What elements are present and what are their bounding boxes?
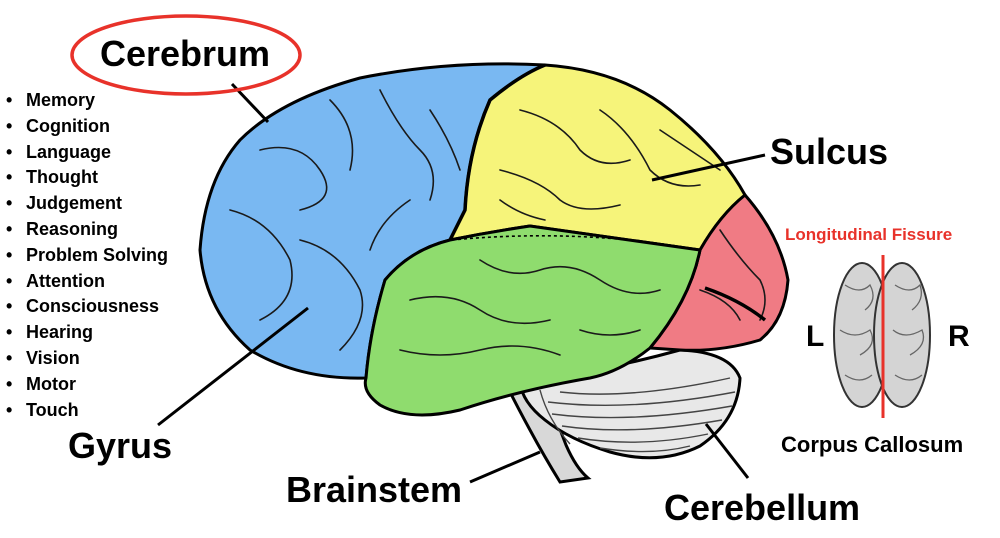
function-item: Vision <box>6 346 168 372</box>
function-item: Judgement <box>6 191 168 217</box>
temporal-lobe <box>363 224 702 417</box>
cerebellum-folia <box>539 377 736 453</box>
longitudinal-fissure-label: Longitudinal Fissure <box>785 225 953 244</box>
top-view-brain <box>833 255 931 418</box>
sulcus-leader-line <box>651 153 766 182</box>
function-item: Motor <box>6 372 168 398</box>
lobe-boundary-dotted <box>451 234 701 251</box>
function-item: Consciousness <box>6 294 168 320</box>
cerebellum-leader-line <box>704 423 750 479</box>
function-item: Thought <box>6 165 168 191</box>
function-item: Attention <box>6 269 168 295</box>
function-item: Problem Solving <box>6 243 168 269</box>
brainstem-leader-line <box>469 450 541 484</box>
major-sulci <box>448 63 767 322</box>
function-item: Language <box>6 140 168 166</box>
function-item: Memory <box>6 88 168 114</box>
function-item: Hearing <box>6 320 168 346</box>
cerebrum-function-list: MemoryCognitionLanguageThoughtJudgementR… <box>6 88 168 423</box>
cortex-folds <box>229 89 766 356</box>
function-item: Reasoning <box>6 217 168 243</box>
gyrus-label: Gyrus <box>68 425 173 466</box>
cerebrum-label: Cerebrum <box>100 33 271 74</box>
corpus-callosum-label: Corpus Callosum <box>781 432 964 457</box>
sulcus-label: Sulcus <box>770 131 889 172</box>
leader-lines <box>157 82 766 484</box>
cerebellum-label: Cerebellum <box>664 487 861 528</box>
function-item: Cognition <box>6 114 168 140</box>
left-hemisphere-label: L <box>806 320 825 353</box>
function-item: Touch <box>6 398 168 424</box>
right-hemisphere-label: R <box>948 320 970 353</box>
brainstem-label: Brainstem <box>286 469 463 510</box>
gyrus-leader-line <box>157 306 309 427</box>
cerebrum-highlight-ellipse <box>70 14 302 96</box>
